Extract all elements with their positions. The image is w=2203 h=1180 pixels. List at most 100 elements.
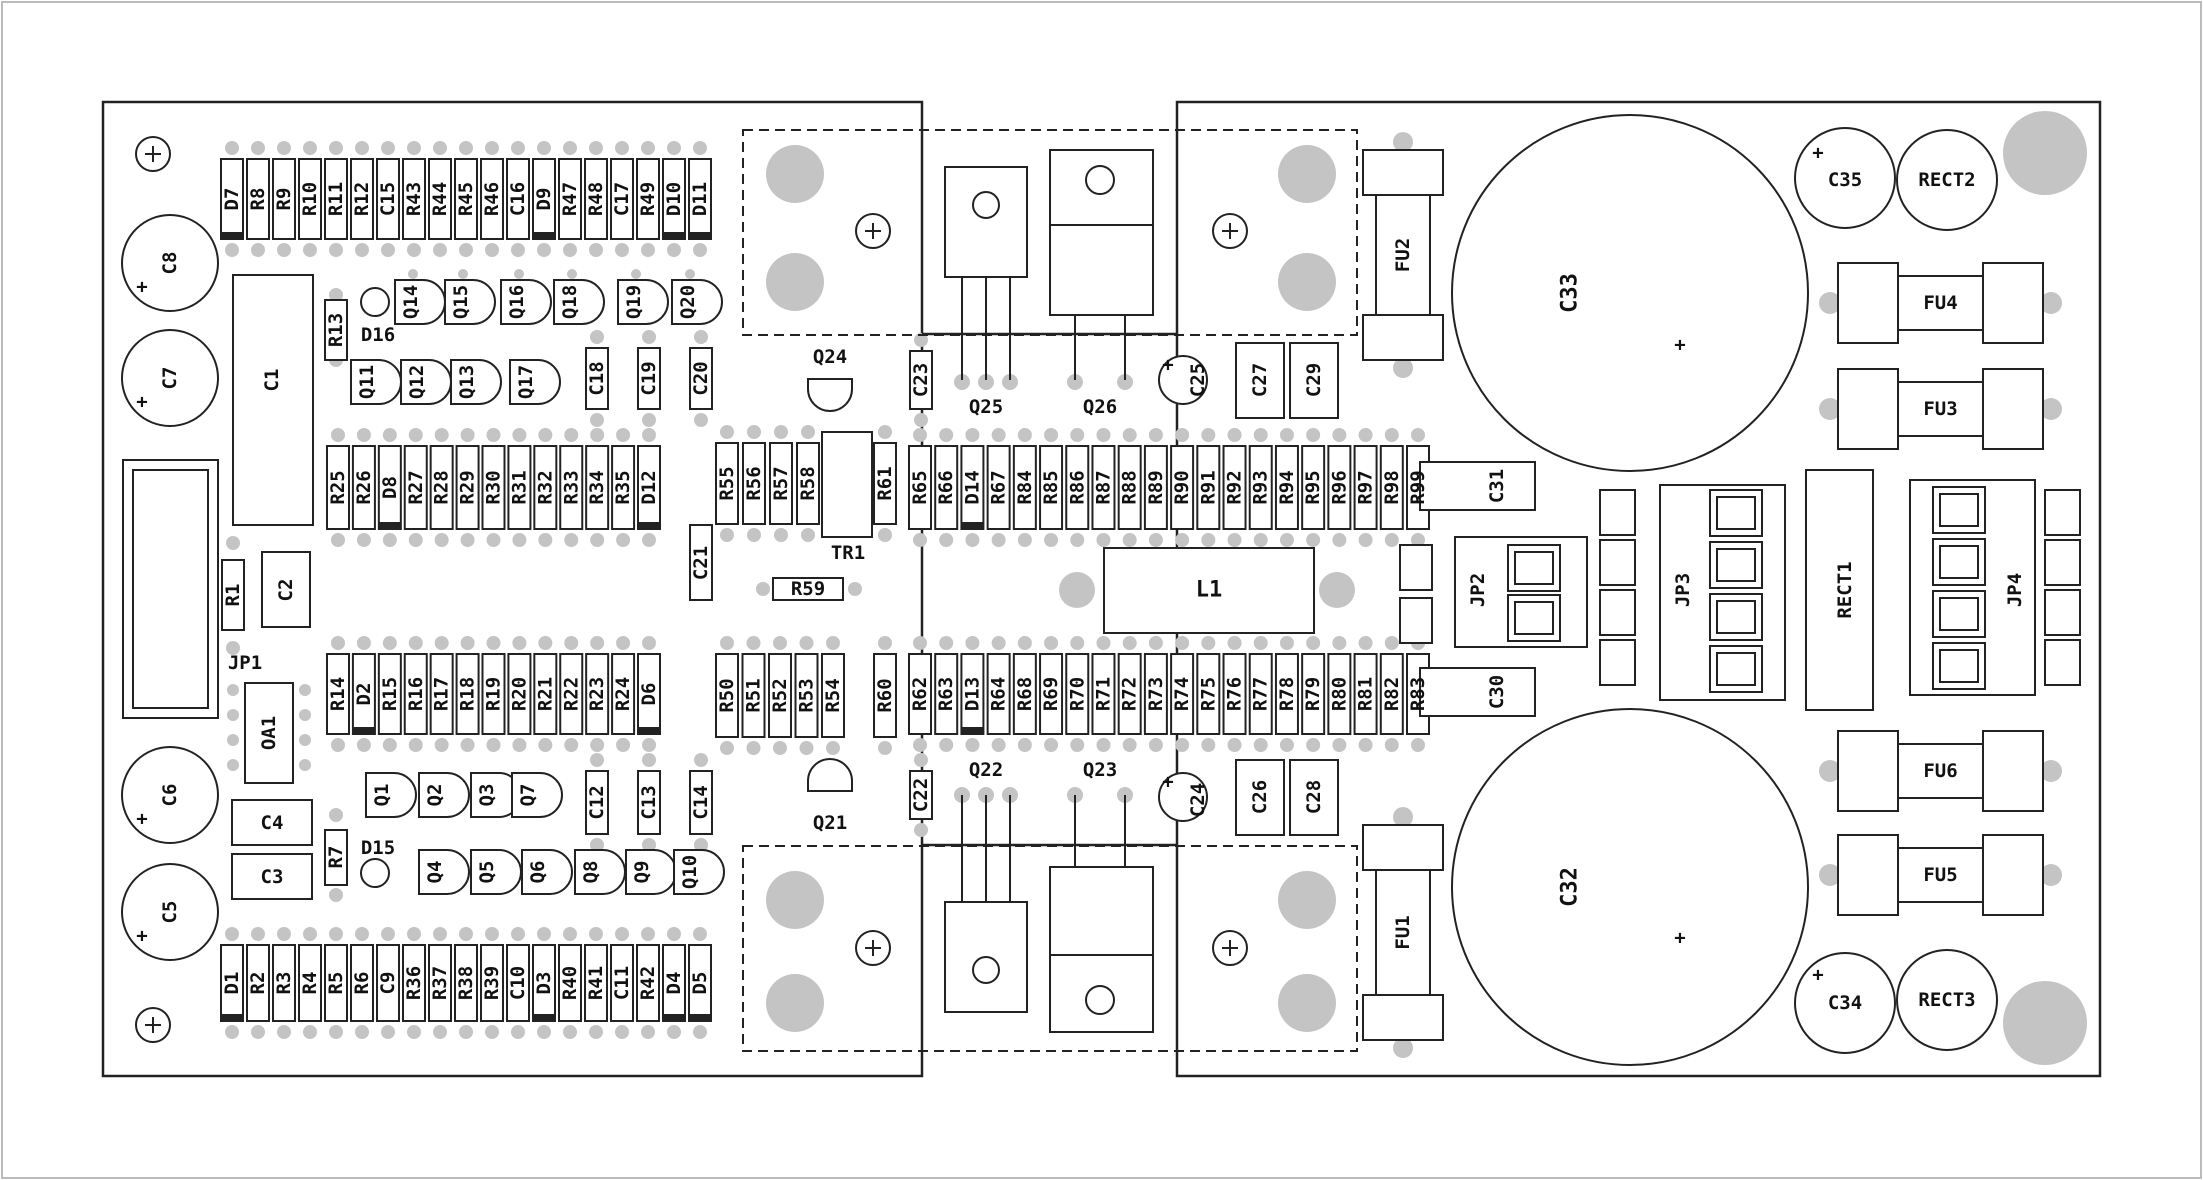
r91 (1196, 445, 1221, 530)
r20 (507, 653, 532, 735)
q4 (418, 849, 470, 895)
label-c1: C1 (261, 369, 283, 392)
cap-c25 (1158, 355, 1208, 405)
pad (226, 641, 240, 655)
label-r70: R70 (1066, 677, 1088, 711)
r4-pad (303, 1025, 317, 1039)
r45 (454, 158, 478, 240)
d12-band (638, 522, 660, 528)
r41-pad (589, 1025, 603, 1039)
r83-pad (1411, 738, 1425, 752)
plus-sign: + (136, 925, 147, 947)
jp3-clip (1599, 639, 1636, 686)
r49-pad (641, 243, 655, 257)
r56-pad (747, 425, 761, 439)
r66 (934, 445, 959, 530)
jp3-screw (1716, 496, 1756, 530)
label-r76: R76 (1224, 677, 1246, 711)
cap-c30 (1419, 667, 1536, 717)
r23-pad (590, 738, 605, 752)
d10-pad (667, 141, 681, 155)
r22-pad (564, 636, 579, 650)
r35-pad (616, 428, 631, 442)
r12-pad (355, 141, 369, 155)
label-c25: C25 (1187, 363, 1209, 397)
label-q2: Q2 (424, 784, 446, 807)
r50-pad (720, 741, 734, 755)
label-q6: Q6 (527, 861, 549, 884)
r24-pad (616, 738, 631, 752)
label-c15: C15 (377, 182, 399, 216)
component-layer (121, 114, 2081, 1066)
label-q20: Q20 (677, 285, 699, 319)
r27-pad (408, 533, 423, 547)
heatsink-pad (766, 253, 824, 311)
r37-pad (433, 1025, 447, 1039)
r58-pad (801, 425, 815, 439)
c19 (637, 347, 661, 410)
label-r10: R10 (299, 182, 321, 216)
r38-pad (459, 927, 473, 941)
label-fu1: FU1 (1392, 915, 1414, 949)
q7 (511, 772, 563, 818)
r30 (481, 445, 506, 530)
label-r38: R38 (455, 966, 477, 1000)
cap-c3 (231, 853, 313, 900)
c14-pad (694, 753, 708, 767)
label-r78: R78 (1276, 677, 1298, 711)
label-fu6: FU6 (1923, 760, 1957, 782)
jp4-screw (1939, 649, 1979, 683)
d2 (351, 653, 376, 735)
r62 (908, 653, 932, 735)
label-r67: R67 (988, 470, 1010, 504)
label-c18: C18 (586, 361, 608, 395)
pad (1393, 358, 1413, 378)
label-r28: R28 (431, 470, 453, 504)
label-r68: R68 (1014, 677, 1036, 711)
r88 (1117, 445, 1142, 530)
r34-pad (590, 428, 605, 442)
r6-pad (355, 927, 369, 941)
r79 (1301, 653, 1326, 735)
r76-pad (1227, 636, 1242, 650)
pad (408, 269, 418, 279)
pad (458, 269, 468, 279)
r32 (533, 445, 558, 530)
cap-c5 (121, 863, 219, 961)
r47-pad (563, 243, 577, 257)
pad (329, 808, 343, 822)
r11-pad (329, 141, 343, 155)
label-q5: Q5 (476, 861, 498, 884)
r97 (1353, 445, 1378, 530)
r11 (324, 158, 348, 240)
r12-pad (355, 243, 369, 257)
heatsink-pad (766, 974, 824, 1032)
r57 (769, 442, 793, 525)
label-c21: C21 (690, 546, 712, 580)
label-r41: R41 (585, 966, 607, 1000)
r96 (1327, 445, 1352, 530)
d3-band (533, 1014, 555, 1020)
c14-pad (694, 838, 708, 852)
r5 (324, 944, 348, 1022)
r86-pad (1070, 533, 1085, 547)
c11-pad (615, 1025, 629, 1039)
fuse-fu6-clip (1982, 730, 2044, 812)
label-c32: C32 (1558, 867, 1583, 907)
d4-pad (667, 927, 681, 941)
d11-band (689, 232, 711, 238)
cap-c33 (1451, 114, 1809, 472)
r29-pad (460, 428, 475, 442)
label-fu5: FU5 (1923, 864, 1957, 886)
label-r60: R60 (874, 678, 896, 712)
inductor-l1 (1103, 547, 1315, 634)
r48-pad (589, 243, 603, 257)
r49-pad (641, 141, 655, 155)
label-r26: R26 (353, 470, 375, 504)
r68 (1012, 653, 1037, 735)
pad (299, 759, 311, 771)
d5 (688, 944, 712, 1022)
pad (1393, 1038, 1413, 1058)
label-r82: R82 (1381, 677, 1403, 711)
r34 (585, 445, 610, 530)
